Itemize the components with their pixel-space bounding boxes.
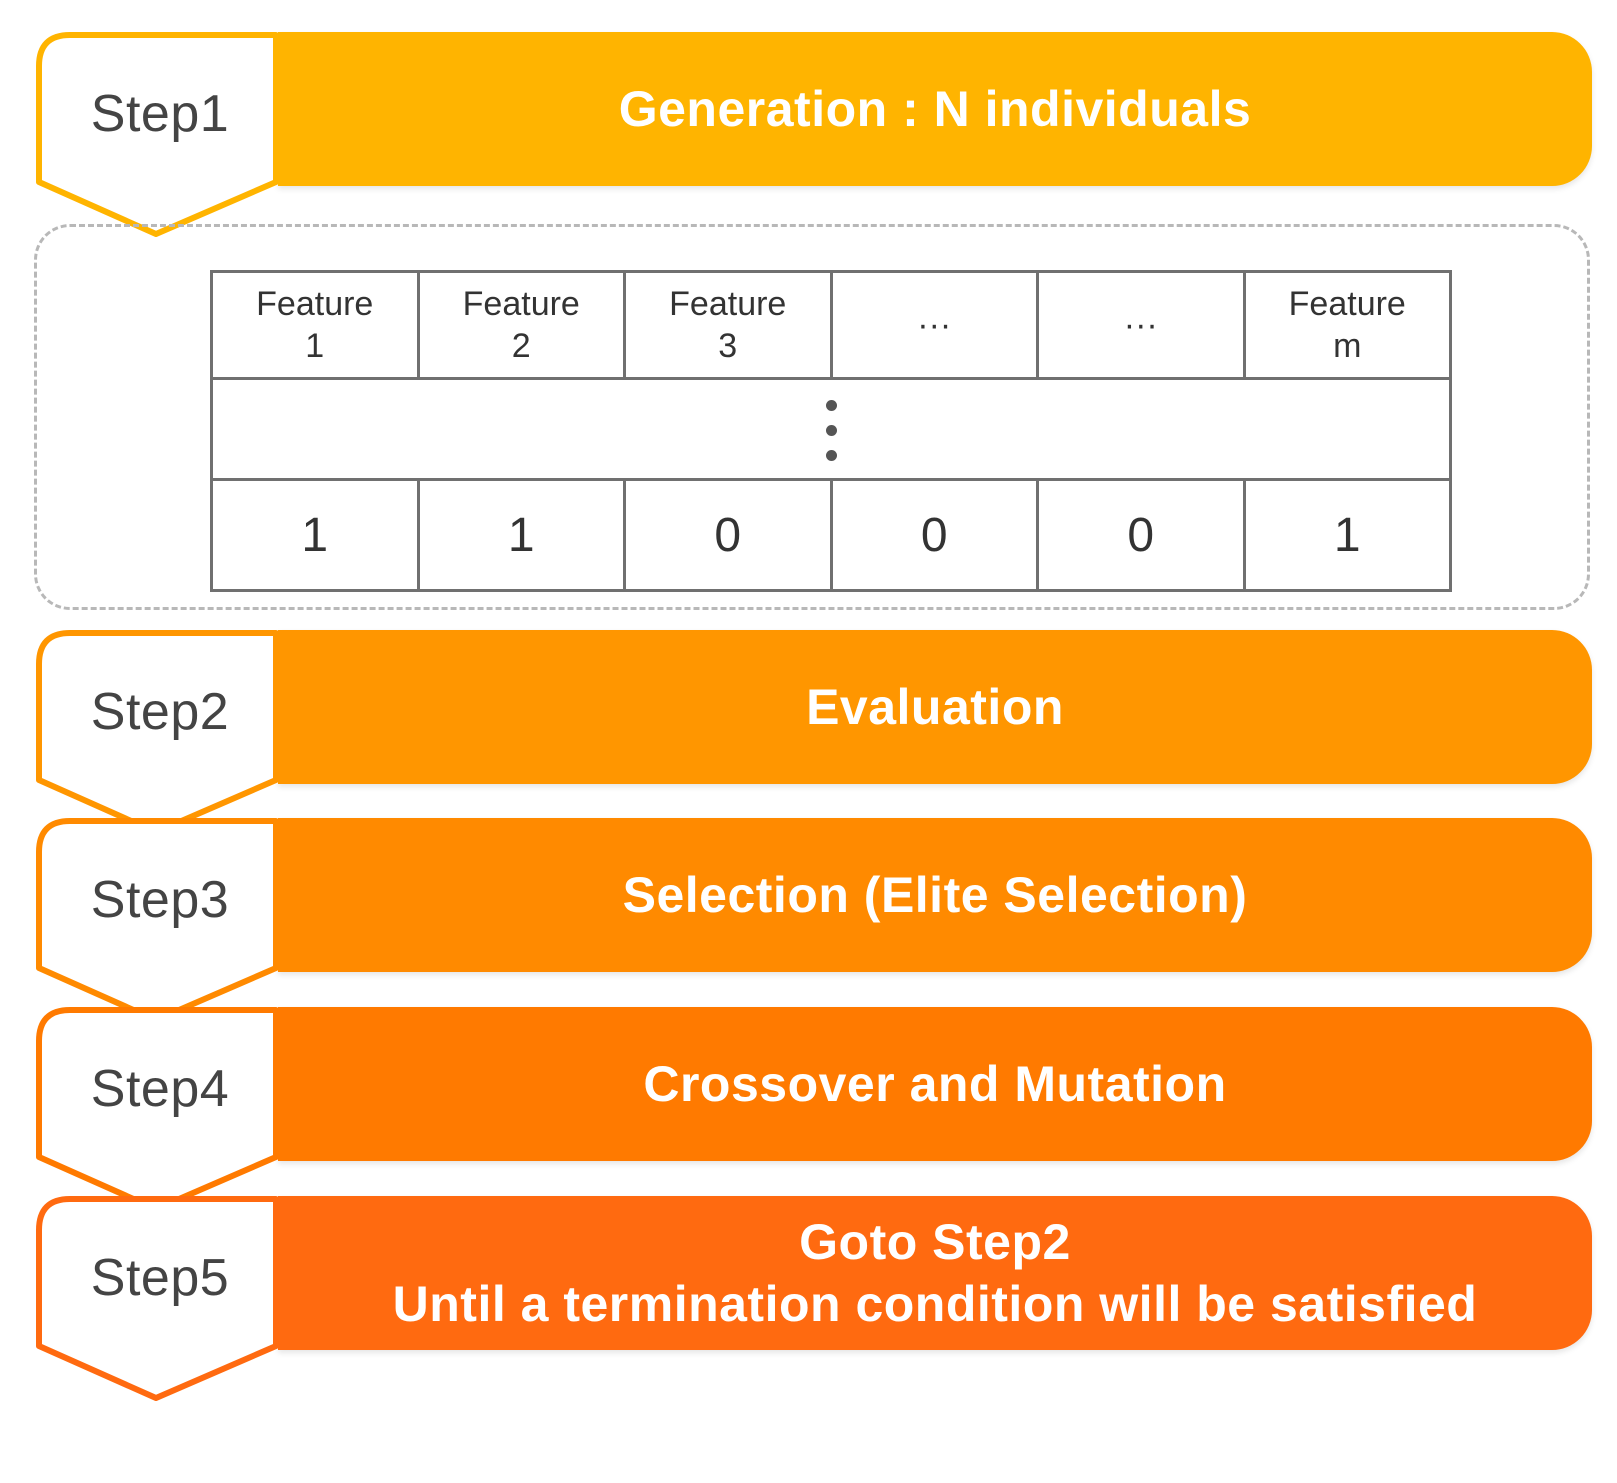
feature-header-text: 3 <box>718 327 738 365</box>
step-description: Generation : N individuals <box>618 81 1252 137</box>
chevron-tag-shape <box>36 1196 279 1401</box>
step-tag-3: Step3 <box>36 818 284 1028</box>
feature-header-cell: ··· <box>829 270 1039 380</box>
step-label: Step1 <box>90 85 230 143</box>
feature-value-cell: 0 <box>1036 478 1246 592</box>
step-bar-4: Crossover and Mutation <box>278 1007 1592 1161</box>
ellipsis-cell <box>210 377 1452 481</box>
step-bar-3: Selection (Elite Selection) <box>278 818 1592 972</box>
step-tag-1: Step1 <box>36 32 284 242</box>
feature-header-row: Feature 1 Feature 2 Feature 3 ··· ··· Feature m <box>210 270 1452 380</box>
feature-value-cell: 1 <box>416 478 626 592</box>
step-label: Step3 <box>90 871 230 929</box>
chevron-tag-icon <box>36 32 279 237</box>
feature-header-text: 2 <box>511 327 531 365</box>
step-description: Evaluation <box>806 679 1064 735</box>
step-tag-5: Step5 <box>36 1196 284 1406</box>
chevron-tag-shape <box>36 630 279 835</box>
feature-header-text: Feature <box>1288 285 1406 323</box>
feature-header-text: ··· <box>1123 306 1158 344</box>
chevron-tag-icon <box>36 1007 279 1212</box>
feature-header-text: Feature <box>462 285 580 323</box>
step-label: Step4 <box>90 1060 230 1118</box>
feature-header-text: Feature <box>669 285 787 323</box>
step-description: Crossover and Mutation <box>643 1056 1227 1112</box>
step-label: Step2 <box>90 683 230 741</box>
feature-value-cell: 0 <box>829 478 1039 592</box>
feature-value-cell: 0 <box>623 478 833 592</box>
chevron-tag-shape <box>36 1007 279 1212</box>
chevron-tag-icon <box>36 630 279 835</box>
feature-header-cell: Feature 3 <box>623 270 833 380</box>
chevron-tag-icon <box>36 1196 279 1401</box>
feature-value-cell: 1 <box>1242 478 1452 592</box>
feature-header-text: Feature <box>256 285 374 323</box>
ellipsis-row <box>210 377 1452 481</box>
step-bar-2: Evaluation <box>278 630 1592 784</box>
feature-table: Feature 1 Feature 2 Feature 3 ··· ··· Feature m 1… <box>210 270 1452 592</box>
vertical-ellipsis-icon <box>825 399 837 461</box>
step-description: Selection (Elite Selection) <box>622 867 1248 923</box>
step-description: Until a termination condition will be sa… <box>392 1276 1478 1332</box>
feature-header-cell: ··· <box>1036 270 1246 380</box>
chevron-tag-shape <box>36 32 279 237</box>
step-bar-1: Generation : N individuals <box>278 32 1592 186</box>
step-label: Step5 <box>90 1249 230 1307</box>
chevron-tag-shape <box>36 818 279 1023</box>
feature-header-text: ··· <box>917 306 952 344</box>
chevron-tag-icon <box>36 818 279 1023</box>
individual-dashed-box <box>34 224 1590 610</box>
feature-header-cell: Feature m <box>1242 270 1452 380</box>
feature-header-cell: Feature 2 <box>416 270 626 380</box>
step-tag-2: Step2 <box>36 630 284 840</box>
step-tag-4: Step4 <box>36 1007 284 1217</box>
feature-value-cell: 1 <box>210 478 420 592</box>
feature-header-text: m <box>1333 327 1362 365</box>
step-description: Goto Step2 <box>799 1214 1071 1270</box>
feature-header-text: 1 <box>305 327 325 365</box>
feature-header-cell: Feature 1 <box>210 270 420 380</box>
